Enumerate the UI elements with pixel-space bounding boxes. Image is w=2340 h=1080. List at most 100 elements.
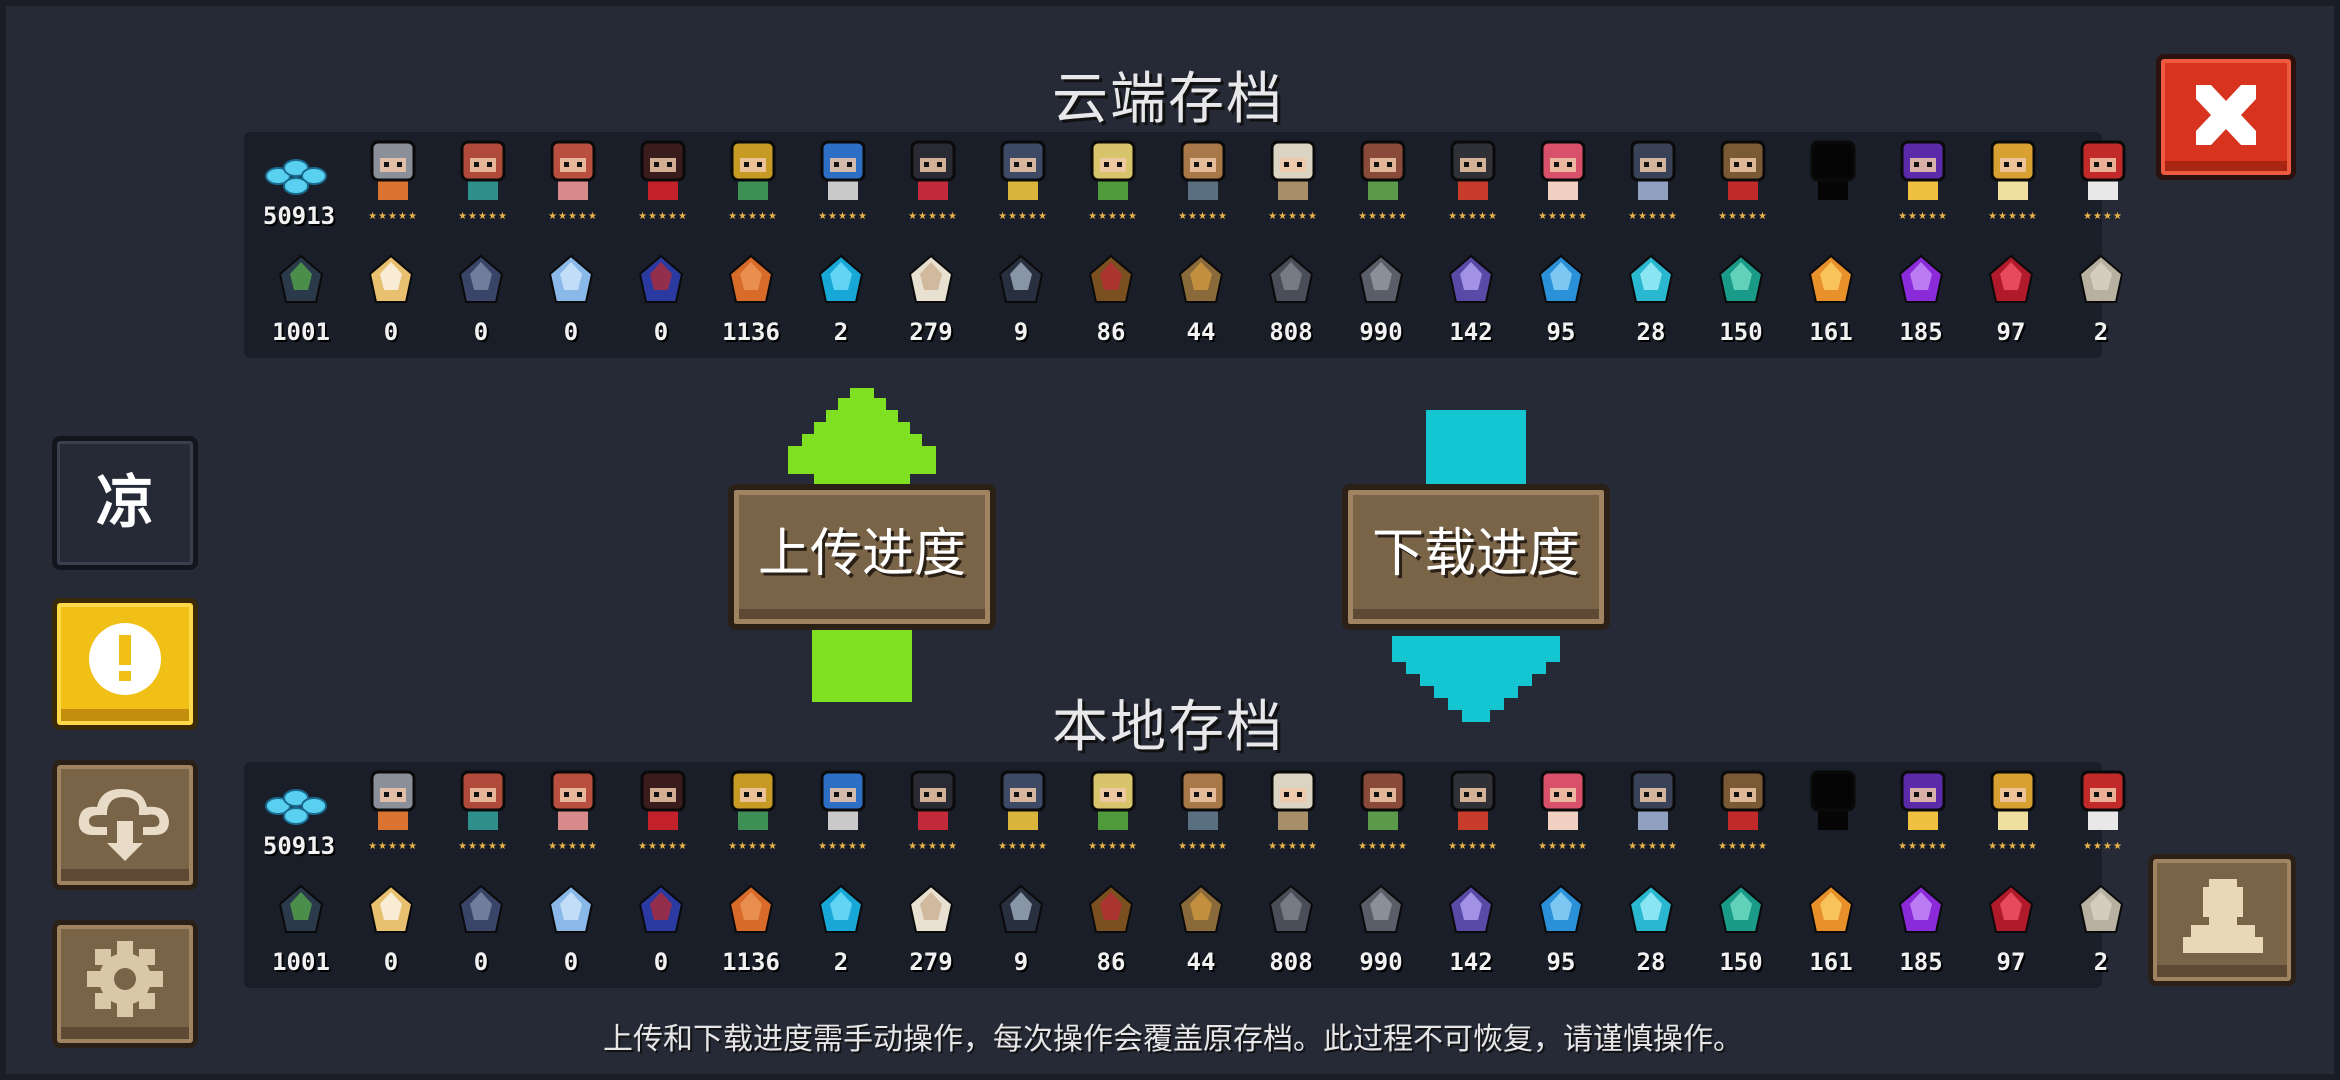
iron-icon: [1358, 254, 1404, 303]
battery-icon: [278, 254, 324, 303]
character-stars: ★★★★★: [1538, 211, 1588, 222]
material-slot: 808: [1248, 876, 1334, 976]
character-stars: ★★★★★: [638, 211, 688, 222]
character-slot: ★★★★: [2060, 132, 2146, 232]
character-stars: ★★★★★: [1178, 841, 1228, 852]
gold-crystal-icon: [1808, 254, 1854, 303]
material-slot: 1001: [258, 246, 344, 346]
close-button[interactable]: [2156, 54, 2296, 180]
material-count: 2: [833, 318, 849, 346]
material-count: 279: [909, 948, 953, 976]
character-slot: ★★★★★: [350, 132, 436, 232]
account-button[interactable]: 凉: [52, 436, 198, 570]
character-slot: ★★★★★: [1970, 762, 2056, 862]
character-stars: ★★★★★: [638, 841, 688, 852]
material-count: 1001: [272, 318, 330, 346]
material-count: 2: [2093, 318, 2109, 346]
material-count: 86: [1096, 948, 1126, 976]
character-stars: ★★★★★: [368, 211, 418, 222]
material-slot: 990: [1338, 876, 1424, 976]
notice-button[interactable]: [52, 598, 198, 730]
material-count: 28: [1636, 948, 1666, 976]
material-slot: 279: [888, 246, 974, 346]
download-arrow-icon: [1392, 410, 1560, 722]
material-count: 161: [1809, 318, 1853, 346]
character-stars: ★★★★★: [1898, 841, 1948, 852]
knight-character-icon: [370, 140, 416, 200]
cyan-crystal-icon: [1628, 884, 1674, 933]
warning-text: 上传和下载进度需手动操作，每次操作会覆盖原存档。此过程不可恢复，请谨慎操作。: [603, 1022, 1743, 1057]
character-slot: ★★★★★: [440, 762, 526, 862]
local-save-title: 本地存档: [1052, 695, 1284, 760]
character-stars: ★★★★★: [1718, 841, 1768, 852]
character-stars: ★★★★★: [1448, 211, 1498, 222]
wizard-character-icon: [1360, 140, 1406, 200]
material-count: 150: [1719, 948, 1763, 976]
material-slot: 44: [1158, 246, 1244, 346]
holy-book-icon: [368, 884, 414, 933]
material-slot: 161: [1788, 246, 1874, 346]
settings-button[interactable]: [52, 920, 198, 1048]
robot-character-icon: [1450, 770, 1496, 830]
material-count: 97: [1996, 948, 2026, 976]
character-slot: ★★★★★: [1340, 132, 1426, 232]
material-count: 97: [1996, 318, 2026, 346]
character-stars: ★★★★★: [458, 211, 508, 222]
material-count: 185: [1899, 318, 1943, 346]
material-count: 9: [1013, 948, 1029, 976]
character-slot: ★★★★★: [800, 132, 886, 232]
material-slot: 95: [1518, 876, 1604, 976]
officer-character-icon: [1630, 140, 1676, 200]
character-stars: ★★★★★: [1088, 211, 1138, 222]
material-slot: 279: [888, 876, 974, 976]
red-crystal-icon: [1988, 884, 2034, 933]
material-slot: 97: [1968, 246, 2054, 346]
assassin-character-icon: [640, 140, 686, 200]
cloud-save-title: 云端存档: [1052, 67, 1284, 132]
material-slot: 95: [1518, 246, 1604, 346]
character-stars: ★★★★★: [1358, 841, 1408, 852]
upload-progress-button[interactable]: 上传进度: [728, 484, 996, 630]
feather-coin-icon: [998, 884, 1044, 933]
material-slot: 0: [438, 246, 524, 346]
witch-character-icon: [550, 770, 596, 830]
material-count: 1136: [722, 948, 780, 976]
material-slot: 808: [1248, 246, 1334, 346]
character-stars: ★★★★★: [1988, 841, 2038, 852]
character-slot: ★★★★★: [1880, 762, 1966, 862]
character-slot: ★★★★★: [1610, 132, 1696, 232]
tombstone-icon: [2078, 254, 2124, 303]
character-stars: ★★★★★: [548, 841, 598, 852]
seed-bag-icon: [908, 884, 954, 933]
local-character-row: 50913★★★★★★★★★★★★★★★★★★★★★★★★★★★★★★★★★★★…: [244, 762, 2126, 862]
iron-icon: [1358, 884, 1404, 933]
character-slot: ★★★★★: [530, 762, 616, 862]
elf-character-icon: [1090, 770, 1136, 830]
material-slot: 2: [2058, 876, 2144, 976]
airbender-character-icon: [1990, 140, 2036, 200]
material-count: 142: [1449, 318, 1493, 346]
download-progress-button[interactable]: 下载进度: [1342, 484, 1610, 630]
profile-button[interactable]: [2148, 854, 2296, 986]
cloud-character-row: 50913★★★★★★★★★★★★★★★★★★★★★★★★★★★★★★★★★★★…: [244, 132, 2126, 232]
purple-star-icon: [1448, 254, 1494, 303]
material-count: 0: [653, 318, 669, 346]
character-slot: ★★★★★: [1700, 762, 1786, 862]
assassin-character-icon: [640, 770, 686, 830]
character-slot: [1790, 762, 1876, 862]
material-count: 9: [1013, 318, 1029, 346]
close-icon: [2196, 85, 2256, 145]
officer-character-icon: [1630, 770, 1676, 830]
material-slot: 2: [798, 246, 884, 346]
red-crystal-icon: [1988, 254, 2034, 303]
material-count: 990: [1359, 318, 1403, 346]
cloud-sync-button[interactable]: [52, 760, 198, 890]
seed-bag-icon: [908, 254, 954, 303]
character-slot: ★★★★★: [980, 132, 1066, 232]
character-stars: ★★★★★: [1448, 841, 1498, 852]
cloud-download-icon: [78, 789, 169, 861]
vampire-character-icon: [910, 140, 956, 200]
locked-character-icon: [1810, 770, 1856, 830]
witch-character-icon: [550, 140, 596, 200]
feather-coin-icon: [998, 254, 1044, 303]
